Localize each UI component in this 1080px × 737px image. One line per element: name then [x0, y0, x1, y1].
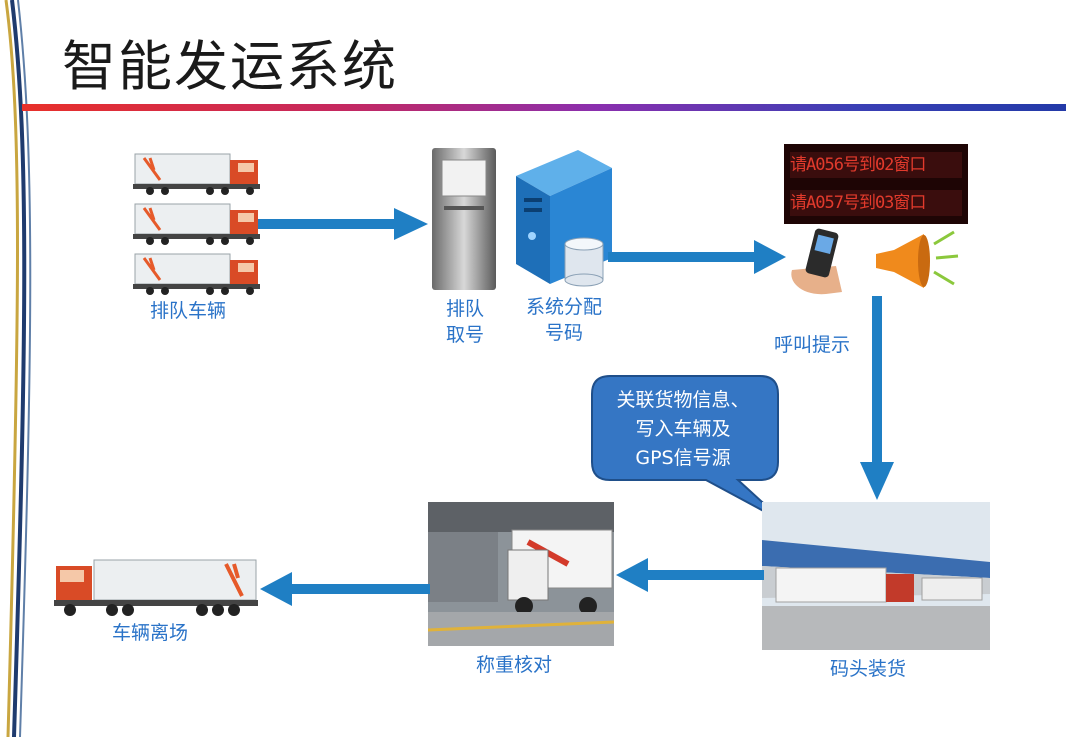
- arrow-weigh-to-depart: [260, 572, 430, 606]
- weigh-label: 称重核对: [476, 654, 553, 676]
- truck-icon: [133, 153, 260, 195]
- led-line-2: 请A057号到03窗口: [790, 190, 962, 216]
- mobile-phone-icon: [791, 228, 842, 295]
- queue-label: 排队车辆: [150, 300, 227, 322]
- assign-label: 系统分配 号码: [525, 296, 602, 344]
- info-bubble: [591, 375, 785, 523]
- bubble-text: 关联货物信息、 写入车辆及 GPS信号源: [616, 389, 750, 469]
- queue-trucks: [133, 153, 260, 295]
- ticket-label: 排队 取号: [445, 298, 484, 346]
- load-label: 码头装货: [830, 658, 907, 680]
- loading-dock-photo: [762, 502, 990, 650]
- truck-icon: [133, 253, 260, 295]
- truck-icon: [133, 203, 260, 245]
- arrow-server-to-call: [608, 240, 786, 274]
- left-border-decoration: [4, 0, 32, 737]
- loudspeaker-icon: [876, 230, 959, 288]
- call-label: 呼叫提示: [774, 334, 851, 356]
- page-title: 智能发运系统: [62, 35, 398, 98]
- arrow-dock-to-weigh: [616, 558, 764, 592]
- arrow-queue-to-ticket: [258, 208, 428, 240]
- led-line-1: 请A056号到02窗口: [790, 152, 962, 178]
- ticket-kiosk-icon: [432, 148, 496, 290]
- arrow-call-to-dock: [860, 296, 894, 500]
- departing-truck-icon: [54, 559, 258, 616]
- database-icon: [564, 237, 604, 287]
- weighbridge-photo: [428, 502, 614, 646]
- depart-label: 车辆离场: [112, 622, 189, 644]
- title-underline: [22, 104, 1066, 111]
